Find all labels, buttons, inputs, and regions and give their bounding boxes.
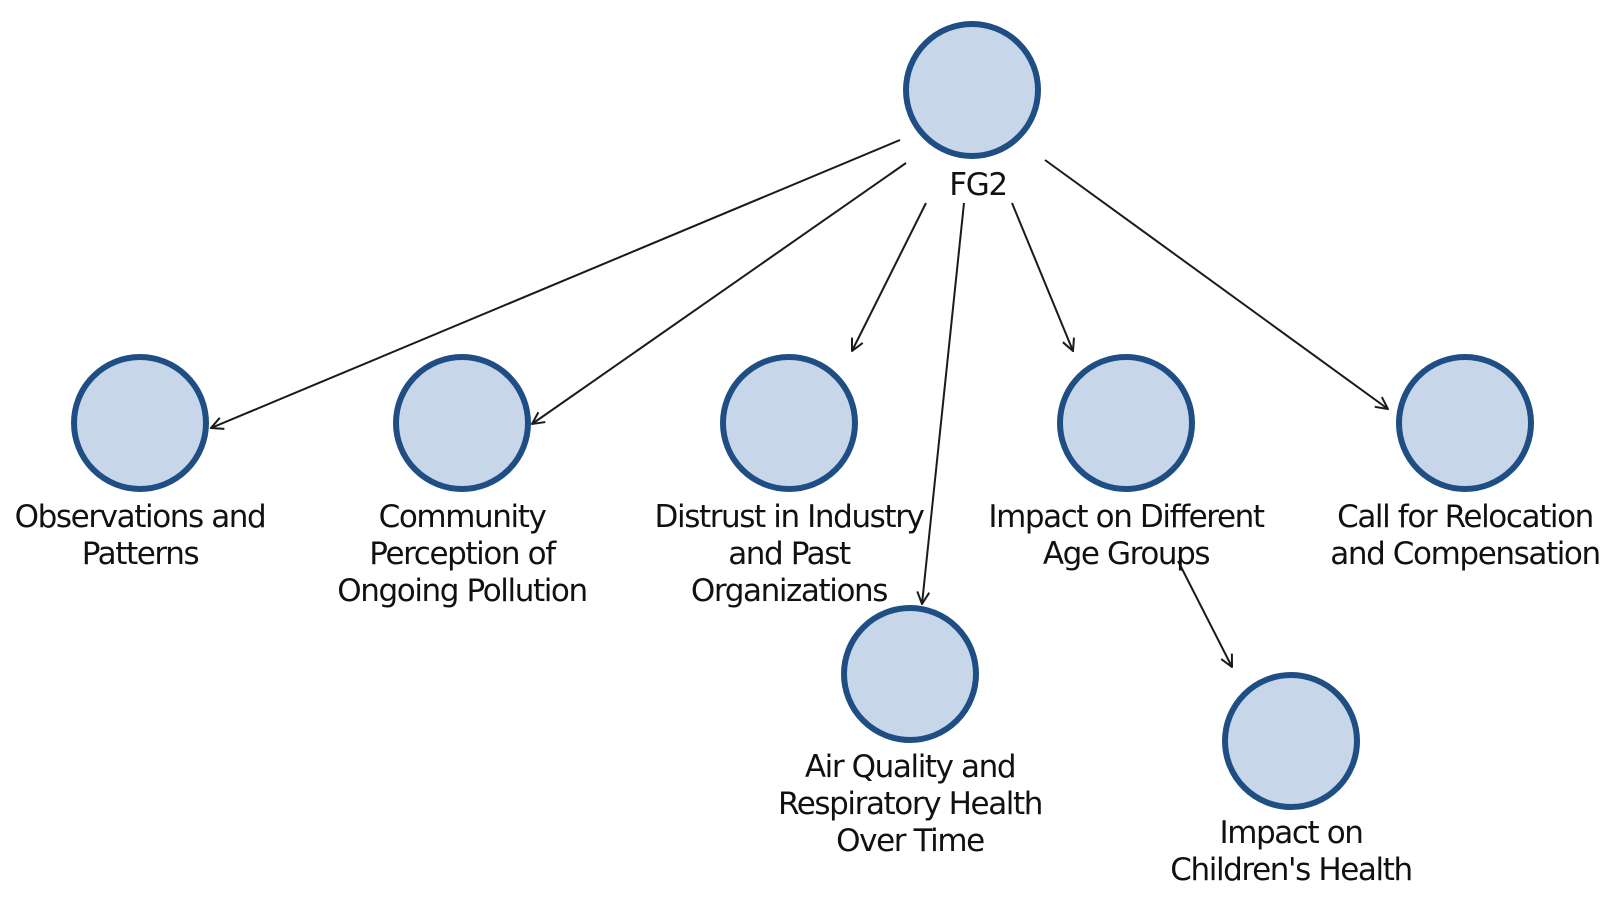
node-label-line: Age Groups bbox=[1043, 536, 1210, 572]
node-circle-children[interactable] bbox=[1222, 672, 1360, 810]
edge-arrow-fg2-to-observations bbox=[211, 139, 901, 428]
edge-arrow-age-groups-to-children bbox=[1177, 560, 1232, 667]
node-label-line: Respiratory Health bbox=[778, 786, 1042, 822]
node-label-line: Children's Health bbox=[1170, 852, 1412, 888]
edge-arrow-fg2-to-relocation bbox=[1044, 159, 1388, 409]
node-label-line: and Past bbox=[728, 536, 851, 572]
node-label-line: Impact on Different bbox=[988, 499, 1265, 535]
node-label-line: Over Time bbox=[836, 823, 984, 859]
node-label-line: Patterns bbox=[82, 536, 199, 572]
node-label-fg2: FG2 bbox=[949, 167, 1006, 203]
node-label-line: Perception of bbox=[369, 536, 557, 572]
node-label-line: Distrust in Industry bbox=[655, 499, 925, 535]
node-circle-observations[interactable] bbox=[71, 354, 209, 492]
node-label-line: and Compensation bbox=[1330, 536, 1600, 572]
node-label-line: Call for Relocation bbox=[1337, 499, 1593, 535]
node-label-line: Observations and bbox=[15, 499, 266, 535]
node-label-line: Organizations bbox=[691, 573, 887, 609]
edge-arrow-fg2-to-air-quality bbox=[922, 202, 965, 604]
edge-arrow-fg2-to-community bbox=[532, 162, 907, 424]
node-label-line: Impact on bbox=[1219, 815, 1362, 851]
node-label-line: Air Quality and bbox=[805, 749, 1015, 785]
node-label-line: Community bbox=[379, 499, 547, 535]
node-circle-air-quality[interactable] bbox=[841, 605, 979, 743]
node-label-line: FG2 bbox=[949, 167, 1006, 203]
node-circle-fg2[interactable] bbox=[903, 21, 1041, 159]
edge-arrow-fg2-to-age-groups bbox=[1011, 202, 1073, 351]
node-label-line: Ongoing Pollution bbox=[337, 573, 587, 609]
node-circle-community[interactable] bbox=[393, 354, 531, 492]
node-circle-age-groups[interactable] bbox=[1057, 354, 1195, 492]
edges-layer bbox=[211, 139, 1388, 667]
node-circle-distrust[interactable] bbox=[720, 354, 858, 492]
node-fg2[interactable]: FG2 bbox=[903, 21, 1041, 203]
edge-arrow-fg2-to-distrust bbox=[852, 202, 927, 351]
node-circle-relocation[interactable] bbox=[1396, 354, 1534, 492]
